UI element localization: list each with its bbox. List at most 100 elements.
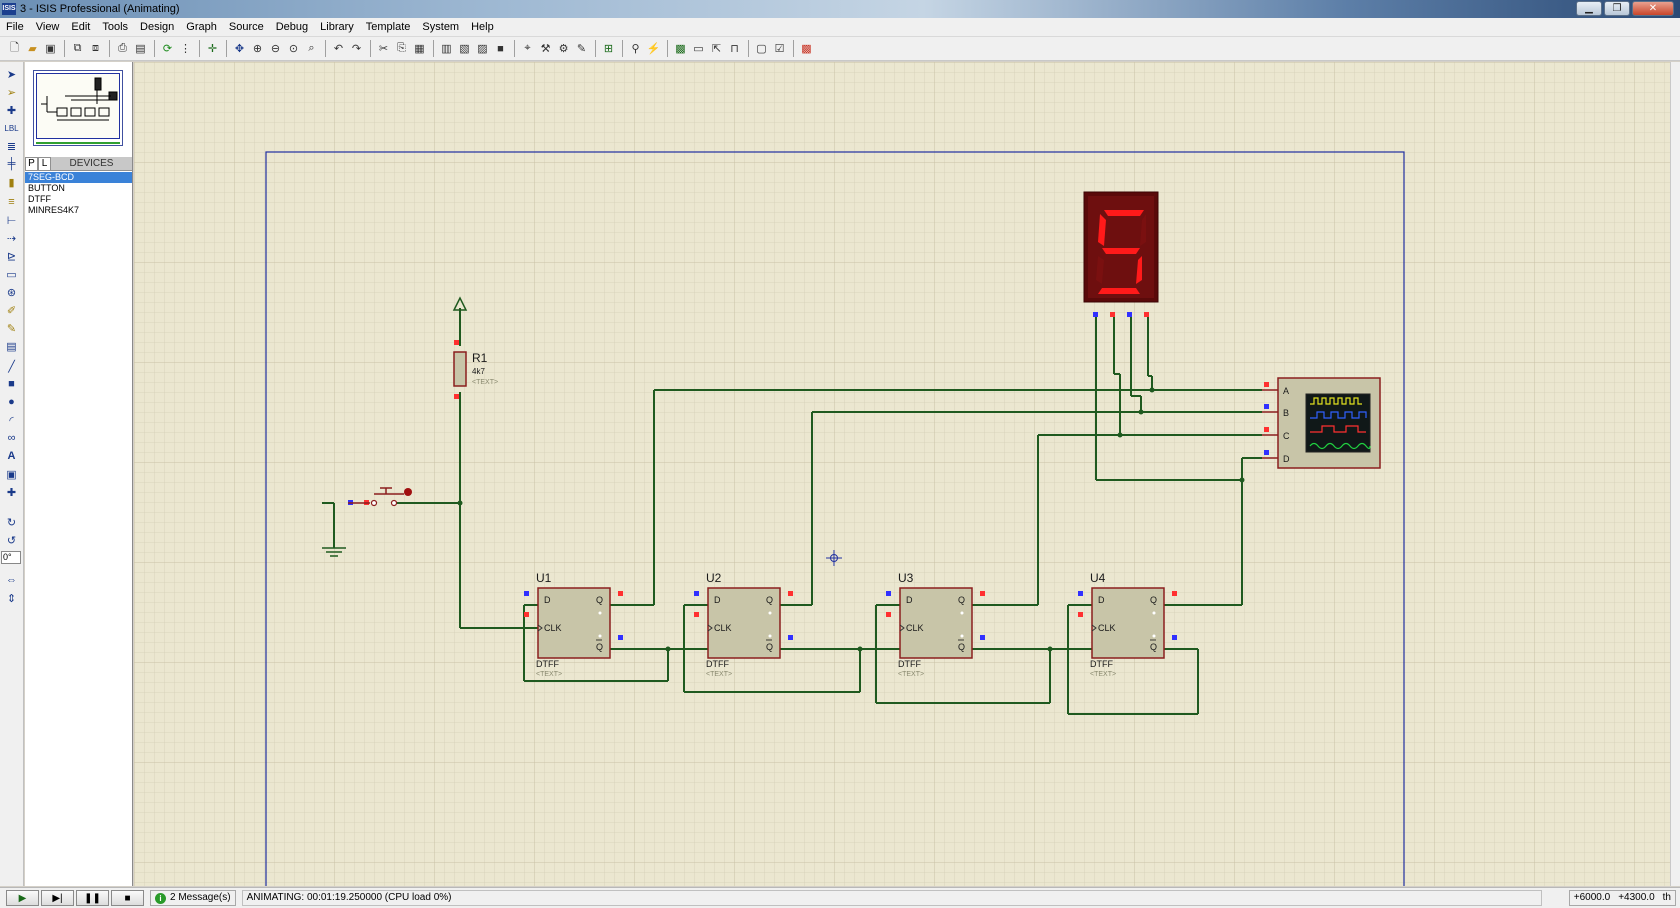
menu-view[interactable]: View xyxy=(35,21,60,33)
device-item-dtff[interactable]: DTFF xyxy=(28,194,51,204)
zoom-all-icon[interactable]: ⊙ xyxy=(288,43,299,55)
pan-icon[interactable]: ✥ xyxy=(234,43,245,55)
block-move-icon[interactable]: ▧ xyxy=(459,43,470,55)
grid-icon[interactable]: ⋮ xyxy=(180,43,191,55)
menu-debug[interactable]: Debug xyxy=(275,21,309,33)
make-device-icon[interactable]: ⚒ xyxy=(540,43,551,55)
electrical-check-icon[interactable]: ☑ xyxy=(774,43,785,55)
zoom-out-icon[interactable]: ⊖ xyxy=(270,43,281,55)
minimize-button[interactable]: ▁ xyxy=(1576,1,1602,16)
line-2d-icon[interactable]: ╱ xyxy=(8,360,15,373)
cut-icon[interactable]: ✂ xyxy=(378,43,389,55)
mirror-vertical-icon[interactable]: ⇕ xyxy=(6,592,17,605)
zoom-area-icon[interactable]: ⌕ xyxy=(308,42,315,54)
packaging-icon[interactable]: ⚙ xyxy=(558,43,569,55)
overview-window[interactable] xyxy=(33,70,123,146)
search-tag-icon[interactable]: ⚲ xyxy=(631,43,640,55)
undo-icon[interactable]: ↶ xyxy=(333,43,344,55)
remove-sheet-icon[interactable]: ▭ xyxy=(693,43,704,55)
step-button[interactable]: ▶| xyxy=(41,890,74,906)
menu-design[interactable]: Design xyxy=(140,21,175,33)
power-terminal[interactable] xyxy=(452,296,468,311)
pick-device-icon[interactable]: ⌖ xyxy=(524,42,531,54)
zoom-in-icon[interactable]: ⊕ xyxy=(252,43,263,55)
device-item-minres4k7[interactable]: MINRES4K7 xyxy=(28,205,80,215)
component-mode-icon[interactable]: ➢ xyxy=(6,86,17,99)
seven-segment-display[interactable] xyxy=(1083,191,1159,317)
netlist-to-ares-icon[interactable]: ▩ xyxy=(801,43,812,55)
bill-of-materials-icon[interactable]: ▢ xyxy=(756,43,767,55)
voltage-probe-icon[interactable]: ⊛ xyxy=(6,286,17,299)
rotate-clockwise-icon[interactable]: ↻ xyxy=(6,516,17,529)
resistor-r1[interactable]: R1 4k7 <TEXT> xyxy=(453,340,498,399)
device-item-button[interactable]: BUTTON xyxy=(28,183,65,193)
menu-template[interactable]: Template xyxy=(365,21,411,33)
paste-icon[interactable]: ▦ xyxy=(414,43,425,55)
new-file-icon[interactable]: 🗋 xyxy=(10,42,19,54)
menu-tools[interactable]: Tools xyxy=(102,21,129,33)
instrument-icon[interactable]: ▤ xyxy=(6,340,17,353)
stop-button[interactable]: ■ xyxy=(111,890,144,906)
menu-graph[interactable]: Graph xyxy=(186,21,217,33)
tab-library[interactable]: L xyxy=(38,157,51,171)
open-file-icon[interactable]: ▰ xyxy=(28,43,37,55)
decompose-icon[interactable]: ✎ xyxy=(576,43,587,55)
messages-panel[interactable]: i 2 Message(s) xyxy=(150,890,236,906)
subcircuit-mode-icon[interactable]: ▮ xyxy=(8,176,15,189)
box-2d-icon[interactable]: ■ xyxy=(8,378,15,390)
exit-to-parent-icon[interactable]: ⇱ xyxy=(711,43,722,55)
new-sheet-icon[interactable]: ▩ xyxy=(675,43,686,55)
arc-2d-icon[interactable]: ◜ xyxy=(9,414,14,427)
menu-help[interactable]: Help xyxy=(471,21,494,33)
redraw-icon[interactable]: ⟳ xyxy=(162,43,173,55)
tab-pick-devices[interactable]: P xyxy=(25,157,38,171)
block-delete-icon[interactable]: ■ xyxy=(497,42,504,55)
terminals-mode-icon[interactable]: ≡ xyxy=(8,196,15,208)
wire-label-mode-icon[interactable]: LBL xyxy=(4,123,19,133)
device-pins-mode-icon[interactable]: ⊢ xyxy=(6,214,17,227)
netlist-icon[interactable]: ⊓ xyxy=(730,43,739,55)
selection-mode-icon[interactable]: ➤ xyxy=(6,68,17,81)
schematic-canvas[interactable]: R1 4k7 <TEXT> xyxy=(134,62,1670,886)
redo-icon[interactable]: ↷ xyxy=(351,43,362,55)
path-2d-icon[interactable]: ∞ xyxy=(7,432,16,444)
menu-system[interactable]: System xyxy=(422,21,460,33)
menu-file[interactable]: File xyxy=(6,21,24,33)
mirror-horizontal-icon[interactable]: ⇔ xyxy=(6,574,17,586)
pause-button[interactable]: ❚❚ xyxy=(76,890,109,906)
menu-edit[interactable]: Edit xyxy=(71,21,91,33)
buses-mode-icon[interactable]: ╪ xyxy=(7,158,16,170)
rotation-angle-field[interactable]: 0° xyxy=(1,551,21,564)
export-icon[interactable]: ⧈ xyxy=(92,42,99,54)
play-button[interactable]: ▶ xyxy=(6,890,39,906)
circle-2d-icon[interactable]: ● xyxy=(8,396,15,408)
virtual-instruments-icon[interactable]: ✎ xyxy=(6,322,17,335)
text-script-mode-icon[interactable]: ≣ xyxy=(6,140,17,153)
current-probe-icon[interactable]: ✐ xyxy=(6,304,17,317)
rotate-anticlockwise-icon[interactable]: ↺ xyxy=(6,534,17,547)
text-2d-icon[interactable]: A xyxy=(7,450,16,462)
save-icon[interactable]: ▣ xyxy=(45,43,56,55)
push-button[interactable] xyxy=(348,487,412,507)
copy-icon[interactable]: ⎘ xyxy=(397,42,406,54)
block-rotate-icon[interactable]: ▨ xyxy=(477,43,488,55)
property-tool-icon[interactable]: ⚡ xyxy=(646,43,661,55)
close-button[interactable]: ✕ xyxy=(1632,1,1674,16)
wire-autorouter-icon[interactable]: ⊞ xyxy=(603,43,614,55)
menu-library[interactable]: Library xyxy=(320,21,354,33)
graph-mode-icon[interactable]: ⇢ xyxy=(6,232,17,245)
device-item-7seg-bcd[interactable]: 7SEG-BCD xyxy=(25,172,132,183)
block-copy-icon[interactable]: ▥ xyxy=(441,43,452,55)
marker-2d-icon[interactable]: ✚ xyxy=(6,486,17,499)
maximize-button[interactable]: ❐ xyxy=(1604,1,1630,16)
vertical-scrollbar[interactable] xyxy=(1670,62,1680,886)
tape-recorder-icon[interactable]: ⊵ xyxy=(6,250,17,263)
symbol-2d-icon[interactable]: ▣ xyxy=(6,468,17,481)
menu-source[interactable]: Source xyxy=(228,21,264,33)
print-icon[interactable]: ⎙ xyxy=(118,42,127,54)
junction-mode-icon[interactable]: ✚ xyxy=(6,104,17,117)
